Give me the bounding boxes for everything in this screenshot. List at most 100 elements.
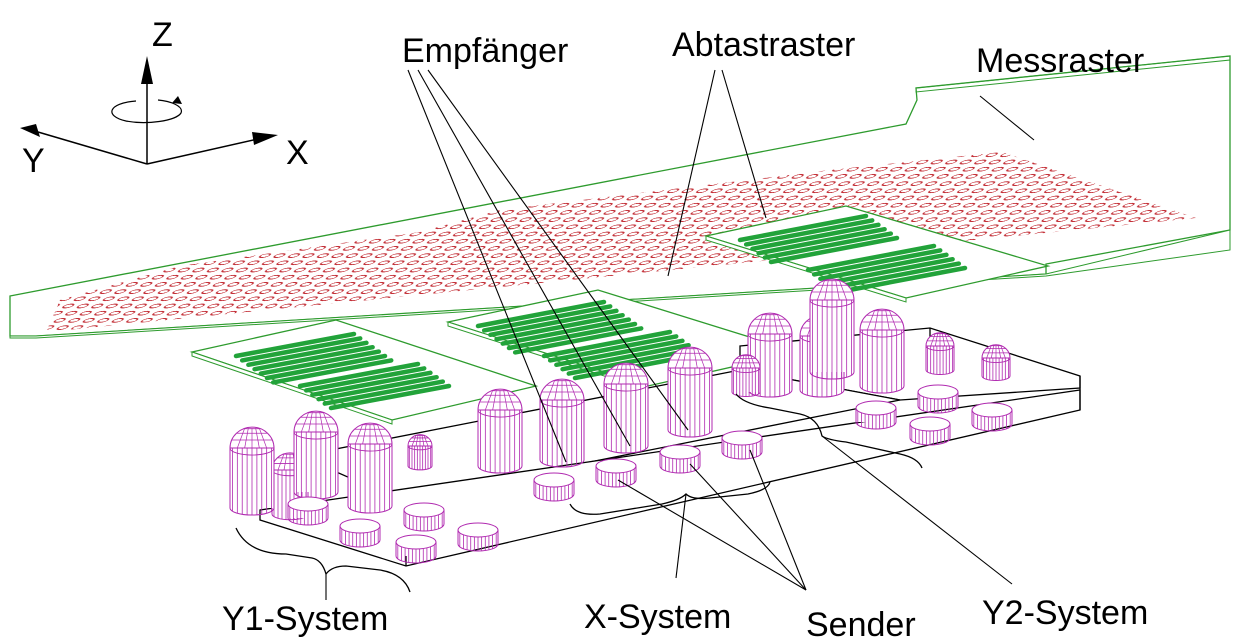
- grating-bar: [233, 331, 357, 359]
- receiver: [981, 344, 1011, 381]
- x-system-brace: [569, 481, 771, 515]
- grating-bar: [547, 334, 679, 363]
- sender: [595, 458, 637, 488]
- sender: [909, 416, 951, 446]
- y2-system-label: Y2-System: [982, 594, 1148, 632]
- receiver: [603, 362, 649, 454]
- z-arrow-head: [141, 56, 153, 84]
- grating-bar: [560, 342, 691, 372]
- rotation-arrow-icon: [111, 99, 182, 124]
- messraster-label: Messraster: [976, 42, 1144, 80]
- coordinate-axes: [20, 56, 278, 165]
- receiver: [925, 332, 955, 375]
- y-axis: [37, 131, 148, 165]
- sender: [917, 384, 959, 414]
- carrier-front: [259, 389, 1081, 567]
- scanning-reticle-right: [703, 205, 1051, 303]
- optical-components: [229, 278, 1013, 564]
- sender-leader-1: [617, 479, 807, 591]
- grating-bar: [818, 252, 949, 282]
- receiver: [809, 278, 855, 380]
- empfaenger-leader-1: [407, 69, 567, 463]
- x-system-label: X-System: [584, 598, 731, 636]
- y2-system-leader: [821, 435, 1013, 585]
- grating-bar: [830, 261, 962, 290]
- abtastraster-leader-1: [667, 69, 716, 277]
- scale-plate-front-face: [9, 229, 1231, 339]
- measuring-scale-plate: [9, 55, 1231, 339]
- receiver: [539, 378, 585, 468]
- grating-bar: [264, 353, 388, 381]
- sender: [457, 522, 499, 552]
- grating-bar: [475, 299, 607, 329]
- grating-bar: [512, 326, 644, 355]
- grating-bar: [750, 222, 881, 252]
- y-axis-label: Y: [22, 142, 45, 180]
- grating-bar: [768, 235, 900, 265]
- sender: [403, 502, 445, 532]
- z-axis-label: Z: [152, 16, 173, 54]
- grating-bar: [836, 265, 968, 295]
- grating-bar: [258, 349, 382, 376]
- receiver: [229, 426, 275, 516]
- grating-bar: [743, 218, 875, 247]
- grating-bar: [303, 366, 427, 393]
- sender-leader-3: [749, 449, 807, 591]
- empfaenger-leader-3: [427, 69, 689, 431]
- messraster-leader: [979, 95, 1035, 141]
- sender: [533, 472, 575, 502]
- text-labels: Z X Y Empfänger Abtastraster Messraster …: [22, 16, 1148, 639]
- grating-bar: [541, 329, 673, 359]
- empfaenger-leader-2: [417, 69, 631, 447]
- y1-system-brace: [235, 527, 411, 593]
- x-axis: [146, 137, 263, 165]
- y2-system-brace: [735, 393, 923, 469]
- receiver: [667, 346, 713, 438]
- system-braces: [235, 393, 923, 593]
- grating-bar: [239, 336, 363, 363]
- grating-bar: [328, 383, 452, 411]
- scale-plate-top-right: [915, 55, 1231, 93]
- receiver: [477, 388, 523, 474]
- y-arrow-head: [20, 124, 40, 137]
- grating-bar: [252, 344, 375, 372]
- sender: [855, 400, 897, 430]
- sender-leader-2: [689, 463, 807, 591]
- scanning-reticle-left: [189, 319, 539, 425]
- grating-bar: [824, 256, 955, 286]
- receiver: [347, 422, 393, 514]
- scale-dot-pattern: [46, 152, 1196, 332]
- sender: [339, 518, 381, 548]
- sender: [395, 534, 437, 564]
- x-system-leader: [675, 493, 687, 579]
- receiver: [859, 308, 905, 394]
- sender: [659, 444, 701, 474]
- sender: [287, 496, 329, 526]
- grating-bar: [756, 226, 887, 256]
- receiver: [407, 434, 433, 471]
- leader-lines: [325, 69, 1035, 600]
- grating-bar: [494, 312, 625, 342]
- sender: [971, 402, 1013, 432]
- y1-system-label: Y1-System: [222, 600, 388, 638]
- x-arrow-head: [252, 132, 278, 145]
- receiver: [731, 354, 761, 397]
- x-axis-label: X: [286, 134, 309, 172]
- grating-bar: [488, 308, 619, 338]
- grating-bar: [737, 213, 869, 243]
- receiver: [293, 410, 339, 500]
- sender: [721, 430, 763, 460]
- grating-bar: [762, 231, 894, 260]
- grating-bar: [481, 304, 613, 333]
- abtastraster-label: Abtastraster: [672, 26, 855, 64]
- grating-bar: [811, 248, 943, 277]
- grating-bar: [297, 361, 421, 389]
- grating-bar: [805, 243, 937, 273]
- sender-label: Sender: [806, 606, 916, 639]
- grating-bar: [270, 358, 394, 385]
- grating-bar: [316, 374, 439, 402]
- grating-bar: [310, 370, 433, 398]
- grating-bar: [554, 338, 685, 368]
- empfaenger-label: Empfänger: [402, 32, 568, 70]
